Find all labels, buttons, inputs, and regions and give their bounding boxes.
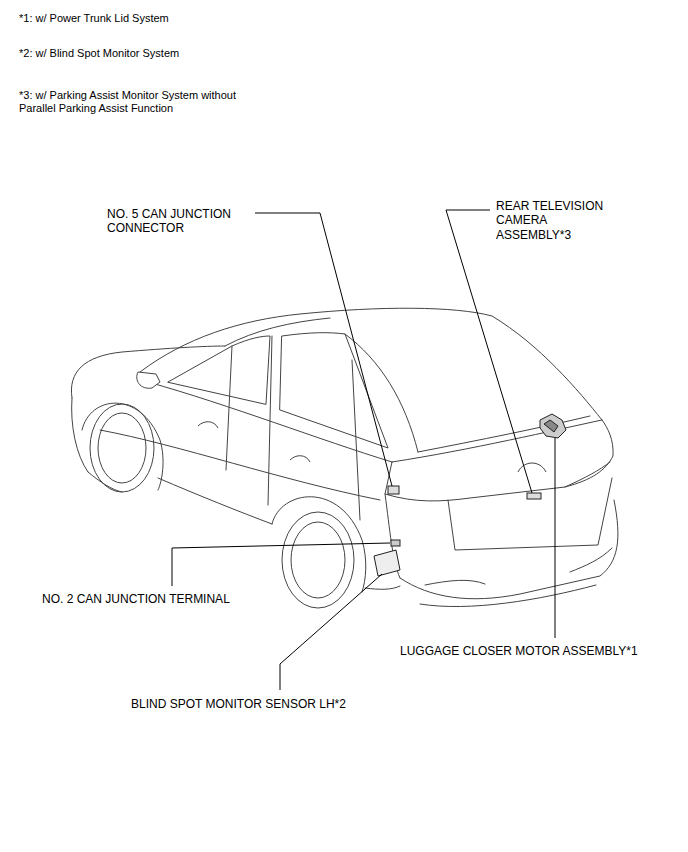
components [374, 414, 566, 576]
leader-line [172, 543, 390, 586]
car-body [71, 308, 618, 606]
footnote: *1: w/ Power Trunk Lid System [19, 12, 319, 25]
part-name: BLIND SPOT MONITOR SENSOR LH*2 [131, 697, 431, 711]
bsm-sensor-icon [374, 550, 400, 576]
can-terminal-icon [391, 540, 400, 546]
part-name: LUGGAGE CLOSER MOTOR ASSEMBLY*1 [400, 644, 680, 658]
label-slot: BLIND SPOT MONITOR SENSOR LH*2 [131, 697, 431, 711]
part-name: NO. 2 CAN JUNCTION TERMINAL [42, 592, 302, 606]
label-slot: NO. 2 CAN JUNCTION TERMINAL [42, 592, 302, 606]
leader-lines [172, 210, 555, 690]
leader-line [446, 210, 532, 493]
label-slot: *2: w/ Blind Spot Monitor System [19, 47, 319, 60]
leader-line [280, 574, 382, 690]
closer-motor-icon [540, 414, 566, 438]
label-slot: LUGGAGE CLOSER MOTOR ASSEMBLY*1 [400, 644, 680, 658]
label-slot: REAR TELEVISION CAMERA ASSEMBLY*3 [496, 199, 614, 242]
mirror-and-handles [137, 372, 546, 472]
footnote: *2: w/ Blind Spot Monitor System [19, 47, 319, 60]
label-slot: *3: w/ Parking Assist Monitor System wit… [19, 89, 267, 115]
label-slot: *1: w/ Power Trunk Lid System [19, 12, 319, 25]
leader-line [555, 438, 556, 638]
closer-motor-detail [544, 420, 558, 432]
part-name: REAR TELEVISION CAMERA ASSEMBLY*3 [496, 199, 614, 242]
wheels [90, 404, 354, 608]
leader-line [255, 213, 392, 486]
label-slot: NO. 5 CAN JUNCTION CONNECTOR [107, 207, 242, 236]
part-name: NO. 5 CAN JUNCTION CONNECTOR [107, 207, 242, 236]
footnote: *3: w/ Parking Assist Monitor System wit… [19, 89, 267, 115]
camera-icon [527, 493, 541, 499]
can-connector-icon [388, 486, 399, 494]
